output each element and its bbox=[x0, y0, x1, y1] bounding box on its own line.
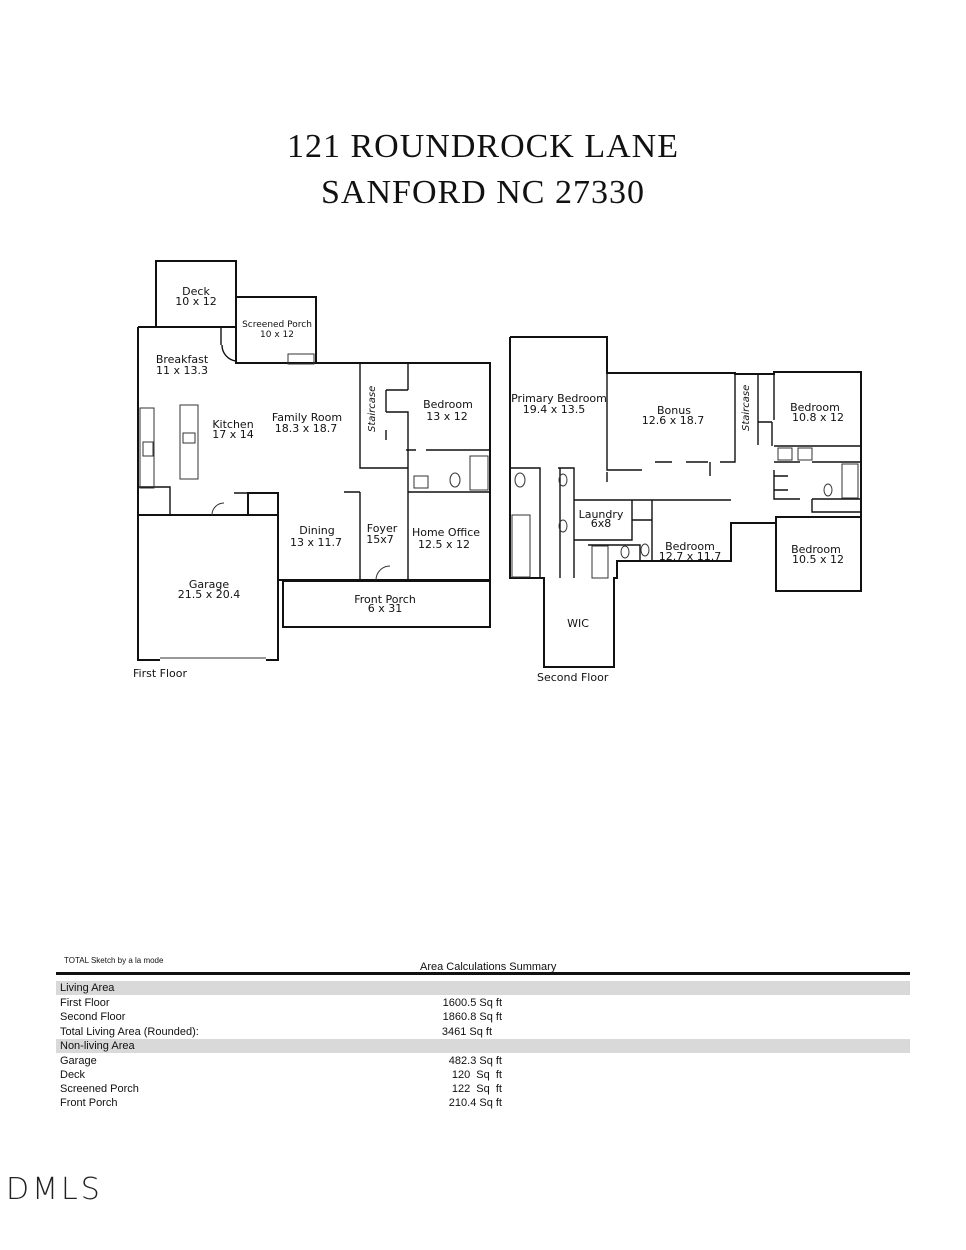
row-value: 1860.8 Sq ft bbox=[442, 1011, 502, 1023]
deck-dims: 10 x 12 bbox=[175, 295, 217, 308]
second-floor-walls bbox=[509, 336, 862, 668]
address-line-2: SANFORD NC 27330 bbox=[321, 174, 645, 211]
row-value: 122 Sq ft bbox=[451, 1083, 502, 1095]
summary-divider bbox=[56, 972, 910, 975]
row-label: Second Floor bbox=[60, 1011, 126, 1023]
screened-porch-name: Screened Porch bbox=[242, 320, 312, 330]
first-floor-label: First Floor bbox=[133, 667, 187, 680]
row-value: 482.3 Sq ft bbox=[448, 1055, 502, 1067]
bedroom-2-dims: 10.8 x 12 bbox=[792, 411, 844, 424]
nonliving-area-header: Non-living Area bbox=[56, 1039, 910, 1053]
row-label: Front Porch bbox=[60, 1097, 118, 1109]
row-label: Garage bbox=[60, 1055, 97, 1067]
dining-name: Dining bbox=[299, 524, 335, 537]
table-row: Front Porch 210.4 Sq ft bbox=[56, 1096, 910, 1110]
living-area-label: Living Area bbox=[60, 982, 115, 994]
dining-dims: 13 x 11.7 bbox=[290, 536, 342, 549]
laundry-dims: 6x8 bbox=[591, 517, 612, 530]
nonliving-area-label: Non-living Area bbox=[60, 1040, 135, 1052]
bedroom-4-name: Bedroom bbox=[791, 543, 841, 556]
front-porch-name: Front Porch bbox=[354, 593, 416, 606]
row-label: Deck bbox=[60, 1069, 86, 1081]
foyer-dims: 15x7 bbox=[366, 533, 394, 546]
table-row: First Floor 1600.5 Sq ft bbox=[56, 996, 910, 1010]
row-value: 210.4 Sq ft bbox=[448, 1097, 502, 1109]
floor-plan: Deck 10 x 12 Screened Porch 10 x 12 Brea… bbox=[133, 260, 862, 684]
address-line-1: 121 ROUNDROCK LANE bbox=[287, 128, 679, 165]
front-porch-dims: 6 x 31 bbox=[368, 602, 403, 615]
staircase-2-label: Staircase bbox=[741, 385, 752, 431]
table-row: Total Living Area (Rounded): 3461 Sq ft bbox=[56, 1025, 910, 1039]
table-row: Garage 482.3 Sq ft bbox=[56, 1054, 910, 1068]
family-room-name: Family Room bbox=[272, 411, 342, 424]
bedroom-1-name: Bedroom bbox=[423, 398, 473, 411]
first-floor-labels: Deck 10 x 12 Screened Porch 10 x 12 Brea… bbox=[133, 285, 480, 680]
dmls-logo: DMLS bbox=[6, 1172, 103, 1207]
table-row: Screened Porch 122 Sq ft bbox=[56, 1082, 910, 1096]
bedroom-3-dims: 12.7 x 11.7 bbox=[659, 550, 722, 563]
home-office-name: Home Office bbox=[412, 526, 480, 539]
table-row: Second Floor 1860.8 Sq ft bbox=[56, 1010, 910, 1024]
staircase-1-label: Staircase bbox=[367, 386, 378, 432]
bedroom-2-name: Bedroom bbox=[790, 401, 840, 414]
row-value: 3461 Sq ft bbox=[441, 1026, 492, 1038]
kitchen-dims: 17 x 14 bbox=[212, 428, 254, 441]
kitchen-name: Kitchen bbox=[212, 418, 253, 431]
row-value: 120 Sq ft bbox=[451, 1069, 502, 1081]
breakfast-dims: 11 x 13.3 bbox=[156, 364, 208, 377]
garage-name: Garage bbox=[189, 578, 230, 591]
row-label: First Floor bbox=[60, 997, 110, 1009]
second-floor-labels: Primary Bedroom 19.4 x 13.5 Bonus 12.6 x… bbox=[511, 385, 844, 684]
primary-bedroom-name: Primary Bedroom bbox=[511, 392, 607, 405]
first-floor-walls bbox=[137, 260, 491, 661]
row-value: 1600.5 Sq ft bbox=[442, 997, 502, 1009]
table-row: Deck 120 Sq ft bbox=[56, 1068, 910, 1082]
row-label: Screened Porch bbox=[60, 1083, 139, 1095]
bedroom-1-dims: 13 x 12 bbox=[426, 410, 468, 423]
bonus-dims: 12.6 x 18.7 bbox=[642, 414, 705, 427]
sketch-credit: TOTAL Sketch by a la mode bbox=[64, 956, 164, 965]
deck-name: Deck bbox=[182, 285, 210, 298]
summary-title: Area Calculations Summary bbox=[420, 961, 557, 973]
row-label: Total Living Area (Rounded): bbox=[60, 1026, 199, 1038]
bonus-name: Bonus bbox=[657, 404, 691, 417]
breakfast-name: Breakfast bbox=[156, 353, 209, 366]
wic-name: WIC bbox=[567, 617, 589, 630]
primary-bedroom-dims: 19.4 x 13.5 bbox=[523, 403, 586, 416]
garage-dims: 21.5 x 20.4 bbox=[178, 588, 241, 601]
second-floor-label: Second Floor bbox=[537, 671, 609, 684]
living-area-header: Living Area bbox=[56, 981, 910, 995]
laundry-name: Laundry bbox=[579, 508, 624, 521]
screened-porch-dims: 10 x 12 bbox=[260, 330, 294, 340]
bedroom-3-name: Bedroom bbox=[665, 540, 715, 553]
family-room-dims: 18.3 x 18.7 bbox=[275, 422, 338, 435]
bedroom-4-dims: 10.5 x 12 bbox=[792, 553, 844, 566]
home-office-dims: 12.5 x 12 bbox=[418, 538, 470, 551]
foyer-name: Foyer bbox=[367, 522, 398, 535]
